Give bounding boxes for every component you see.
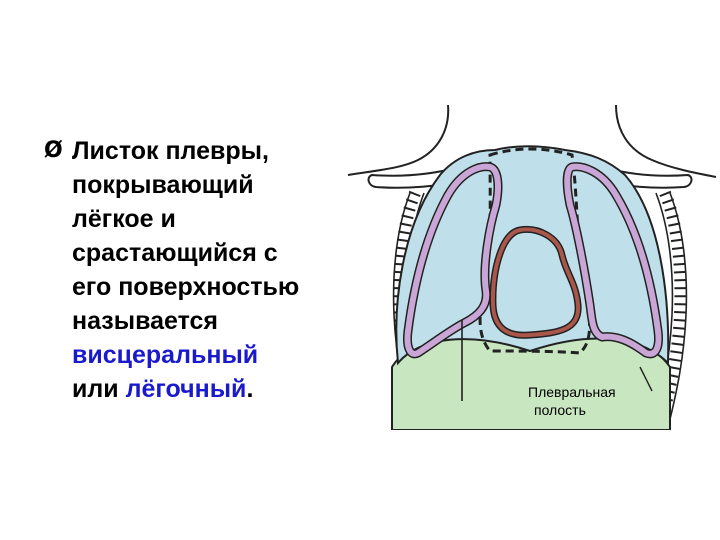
text-line-6: называется bbox=[72, 307, 219, 335]
neck-outline-right bbox=[615, 105, 717, 178]
bullet-block: Ø Листок плевры, покрывающий лёгкое и ср… bbox=[44, 134, 344, 406]
bullet-text: Листок плевры, покрывающий лёгкое и срас… bbox=[72, 134, 344, 406]
pleural-cavity bbox=[395, 145, 670, 366]
pleura-diagram: Плевральная полость bbox=[340, 105, 720, 430]
term-visceral: висцеральный bbox=[72, 341, 259, 369]
pleura-diagram-svg bbox=[347, 105, 717, 430]
connector-word: или bbox=[72, 375, 119, 403]
text-line-2: покрывающий bbox=[72, 171, 254, 199]
term-pulmonary: лёгочный bbox=[125, 375, 247, 403]
sentence-end: . bbox=[246, 375, 254, 403]
pleural-cavity-label: Плевральная полость bbox=[528, 383, 616, 419]
bullet-arrow-icon: Ø bbox=[44, 138, 63, 163]
neck-outline bbox=[347, 105, 450, 176]
text-line-4: срастающийся с bbox=[72, 239, 278, 267]
label-line-1: Плевральная bbox=[528, 384, 616, 400]
text-line-3: лёгкое и bbox=[72, 205, 176, 233]
label-line-2: полость bbox=[534, 402, 586, 418]
text-line-8: или лёгочный. bbox=[72, 372, 344, 406]
text-line-1: Листок плевры, bbox=[72, 137, 269, 165]
pointer-line-right bbox=[639, 366, 653, 392]
text-line-5: его поверхностью bbox=[72, 273, 300, 301]
